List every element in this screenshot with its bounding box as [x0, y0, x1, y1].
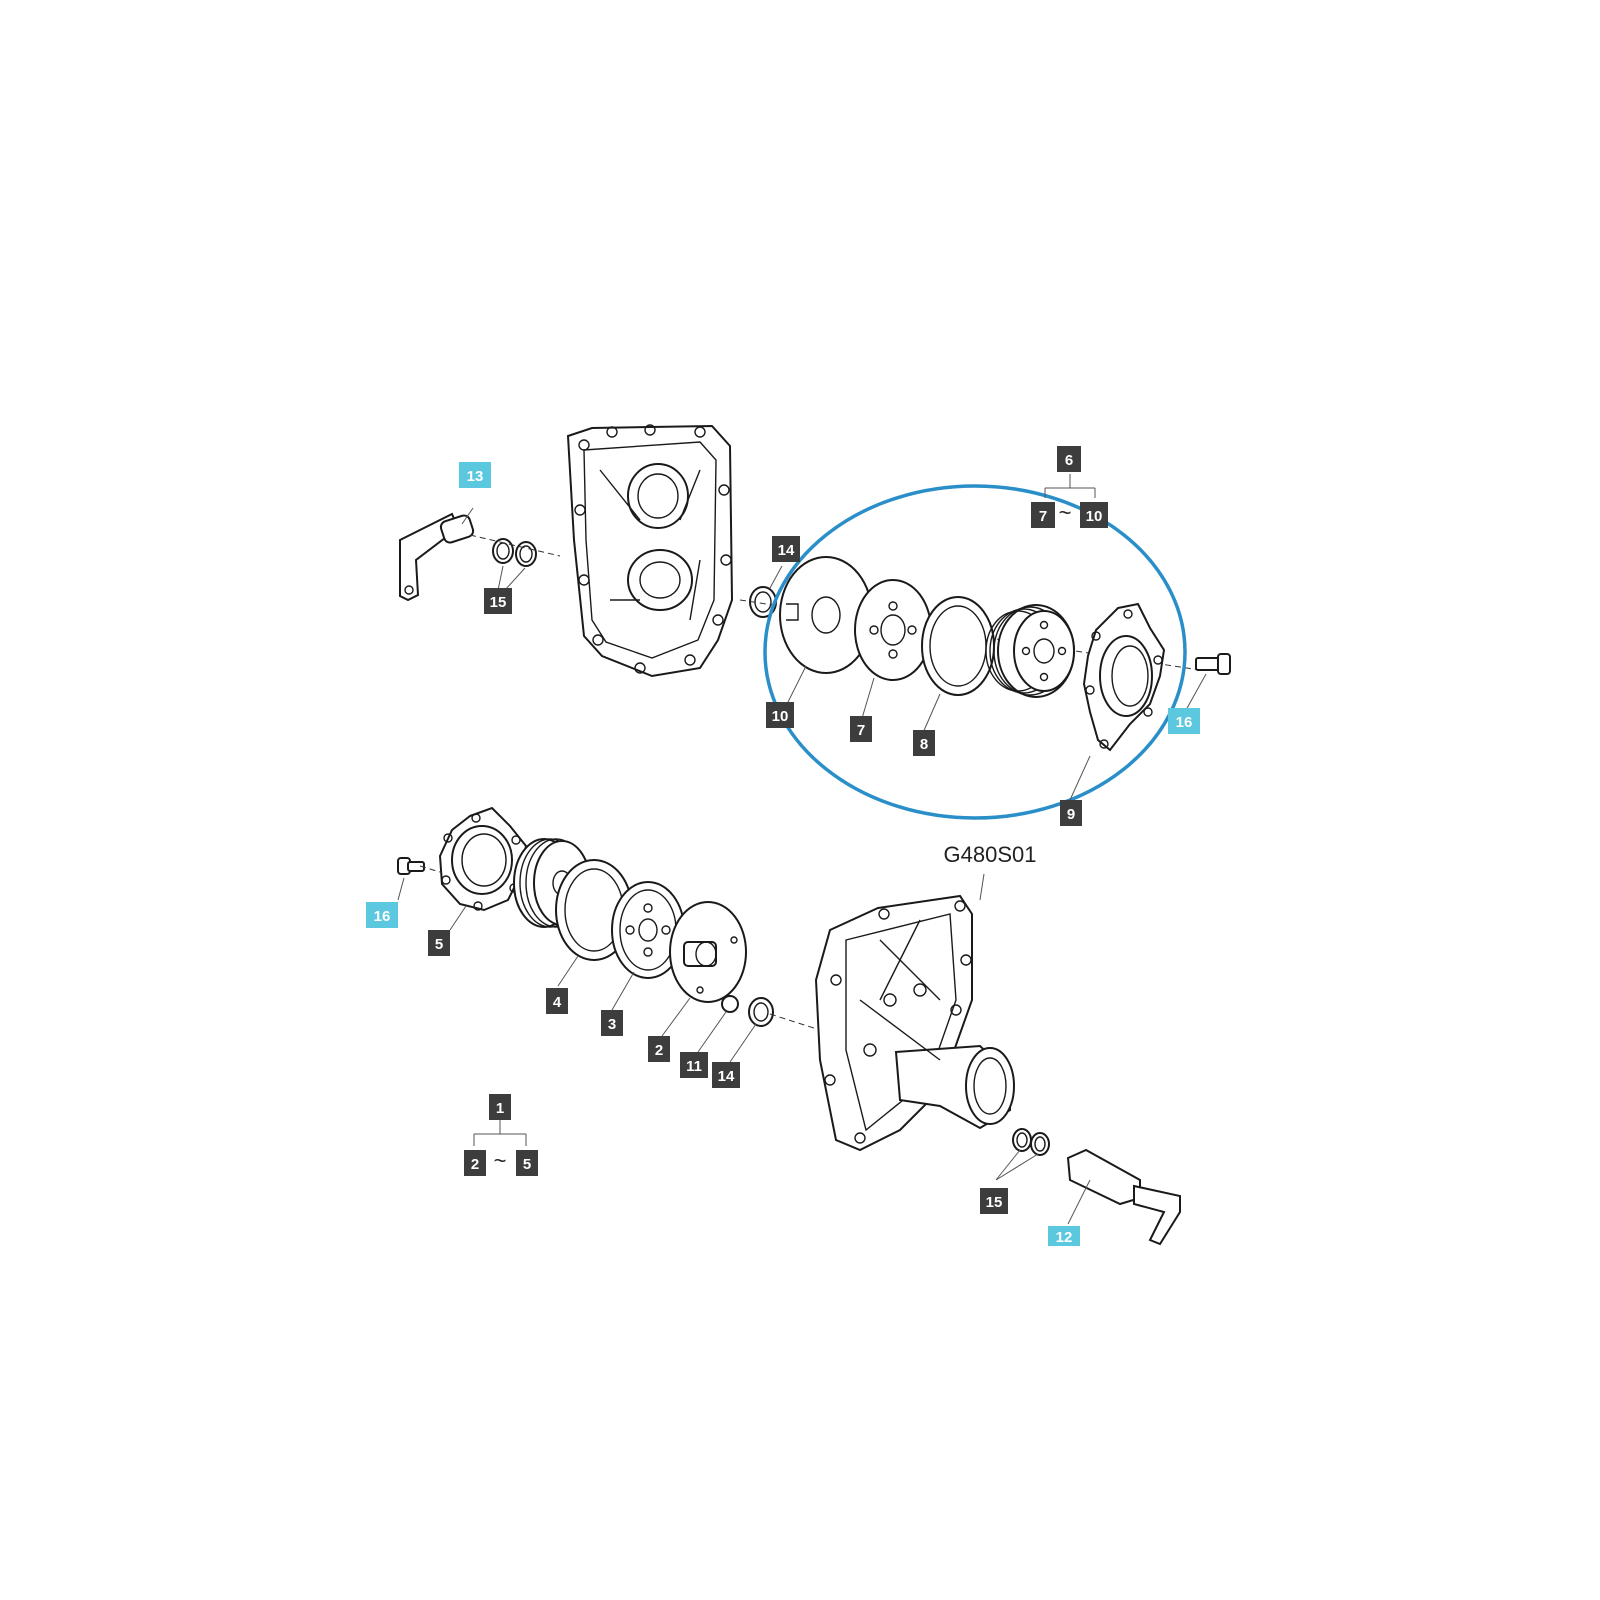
- svg-text:10: 10: [772, 708, 789, 725]
- callout-5-group: 5: [516, 1150, 538, 1176]
- svg-text:14: 14: [718, 1068, 735, 1085]
- ring-disc-part-8-top: [921, 596, 995, 696]
- callout-2: 2: [648, 1036, 670, 1062]
- svg-text:9: 9: [1067, 806, 1075, 823]
- callout-13: 13: [459, 462, 491, 488]
- svg-text:4: 4: [553, 994, 562, 1011]
- clutch-pack-top: [985, 604, 1075, 698]
- callout-2-group: 2: [464, 1150, 486, 1176]
- svg-text:8: 8: [920, 736, 928, 753]
- callout-15-top: 15: [484, 588, 512, 614]
- callout-16-bottom: 16: [366, 902, 398, 928]
- hub-plate-part-2-bottom: [669, 901, 747, 1003]
- svg-text:14: 14: [778, 542, 795, 559]
- svg-text:16: 16: [374, 908, 391, 925]
- lever-part-12: [1066, 1148, 1181, 1246]
- callout-8: 8: [913, 730, 935, 756]
- svg-text:7: 7: [1039, 508, 1047, 525]
- svg-text:15: 15: [986, 1194, 1003, 1211]
- plate-part-7-top: [854, 579, 932, 681]
- svg-text:2: 2: [471, 1156, 479, 1173]
- svg-text:5: 5: [523, 1156, 531, 1173]
- callout-1: 1: [489, 1094, 511, 1120]
- callout-14-bottom: 14: [712, 1062, 740, 1088]
- callout-10-group: 10: [1080, 502, 1108, 528]
- range-mark-bottom: ~: [494, 1148, 507, 1173]
- svg-text:5: 5: [435, 936, 443, 953]
- svg-text:13: 13: [467, 468, 484, 485]
- callout-7-group: 7: [1031, 502, 1055, 528]
- callout-6: 6: [1057, 446, 1081, 472]
- svg-text:1: 1: [496, 1100, 504, 1117]
- bolt-part-16-top: [1195, 653, 1231, 675]
- callout-12: 12: [1048, 1226, 1080, 1246]
- svg-text:15: 15: [490, 594, 507, 611]
- snap-ring-bottom: [748, 997, 774, 1027]
- callout-16-top: 16: [1168, 708, 1200, 734]
- flange-part-5-bottom: [438, 806, 528, 912]
- svg-text:16: 16: [1176, 714, 1193, 731]
- bolt-part-16-bottom: [397, 857, 425, 875]
- svg-text:3: 3: [608, 1016, 616, 1033]
- callout-14-top: 14: [772, 536, 800, 562]
- o-rings-top: [492, 538, 537, 567]
- svg-text:2: 2: [655, 1042, 663, 1059]
- callout-9: 9: [1060, 800, 1082, 826]
- flange-part-9-top: [1082, 602, 1166, 752]
- plate-part-3-bottom: [611, 881, 685, 979]
- top-housing: [566, 424, 734, 678]
- callout-4: 4: [546, 988, 568, 1014]
- range-mark-top: ~: [1059, 500, 1072, 525]
- callout-5: 5: [428, 930, 450, 956]
- callout-15-bottom: 15: [980, 1188, 1008, 1214]
- callout-11: 11: [680, 1052, 708, 1078]
- bottom-housing: [814, 873, 1015, 1152]
- reference-code: G480S01: [944, 842, 1037, 867]
- ball-part-11: [721, 995, 739, 1013]
- callout-10: 10: [766, 702, 794, 728]
- callout-3: 3: [601, 1010, 623, 1036]
- o-rings-bottom: [1012, 1128, 1050, 1156]
- callout-7: 7: [850, 716, 872, 742]
- svg-text:6: 6: [1065, 452, 1073, 469]
- svg-text:7: 7: [857, 722, 865, 739]
- svg-text:12: 12: [1056, 1229, 1073, 1246]
- svg-text:11: 11: [686, 1058, 702, 1075]
- highlight-ring: [763, 484, 1187, 820]
- lever-part-13: [399, 512, 475, 602]
- svg-text:10: 10: [1086, 508, 1103, 525]
